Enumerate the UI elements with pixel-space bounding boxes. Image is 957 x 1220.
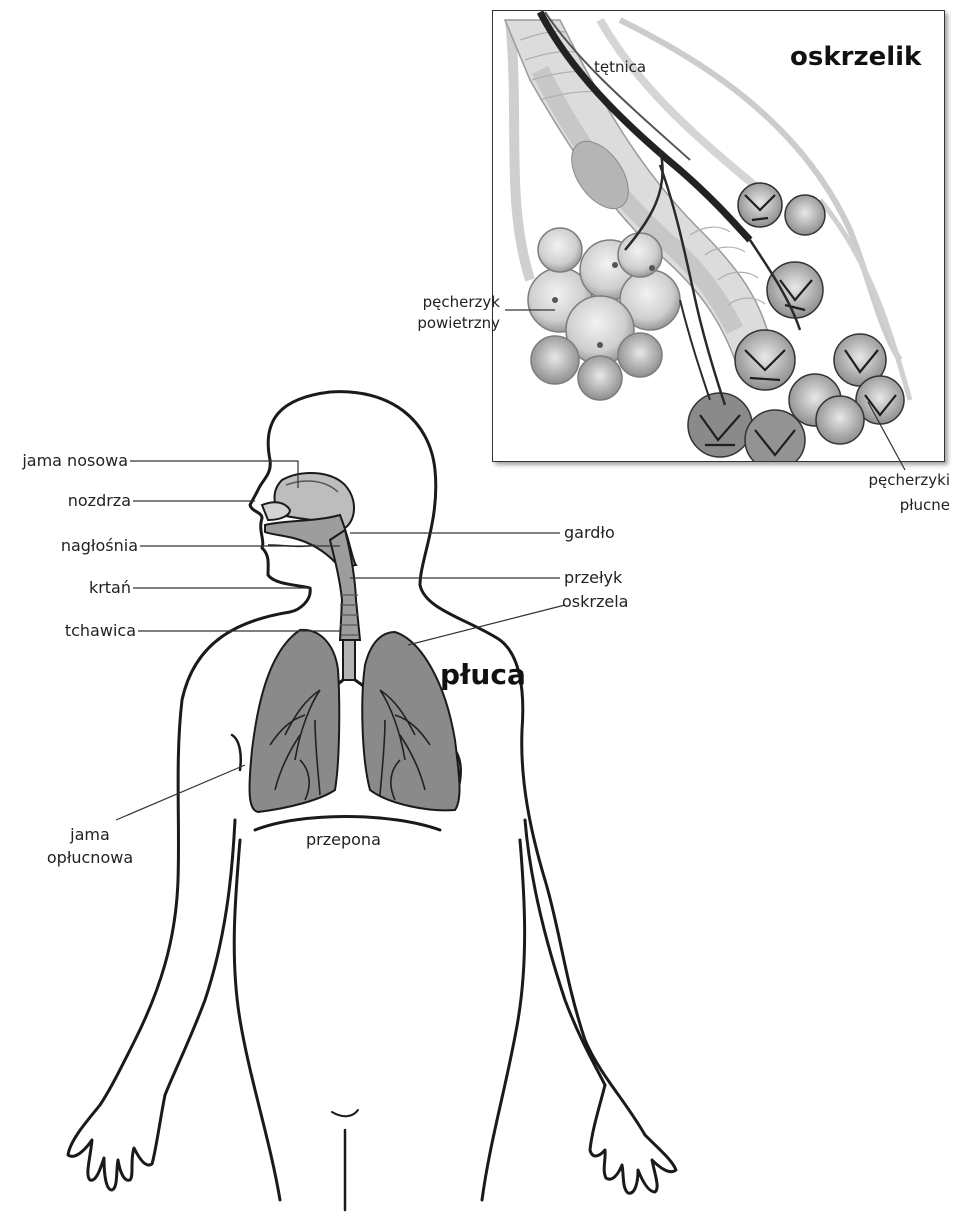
label-epiglottis: nagłośnia [0, 536, 138, 556]
label-esophagus: przełyk [564, 568, 622, 588]
label-trachea: tchawica [0, 621, 136, 641]
lungs-title: płuca [440, 658, 526, 691]
label-pleural-line1: jama [45, 825, 135, 845]
label-pleural-line2: opłucnowa [35, 848, 145, 868]
label-diaphragm: przepona [306, 830, 381, 850]
label-nostrils: nozdrza [0, 491, 131, 511]
label-larynx: krtań [0, 578, 131, 598]
label-bronchi: oskrzela [562, 592, 628, 612]
label-throat: gardło [564, 523, 615, 543]
label-nasal-cavity: jama nosowa [0, 451, 128, 471]
